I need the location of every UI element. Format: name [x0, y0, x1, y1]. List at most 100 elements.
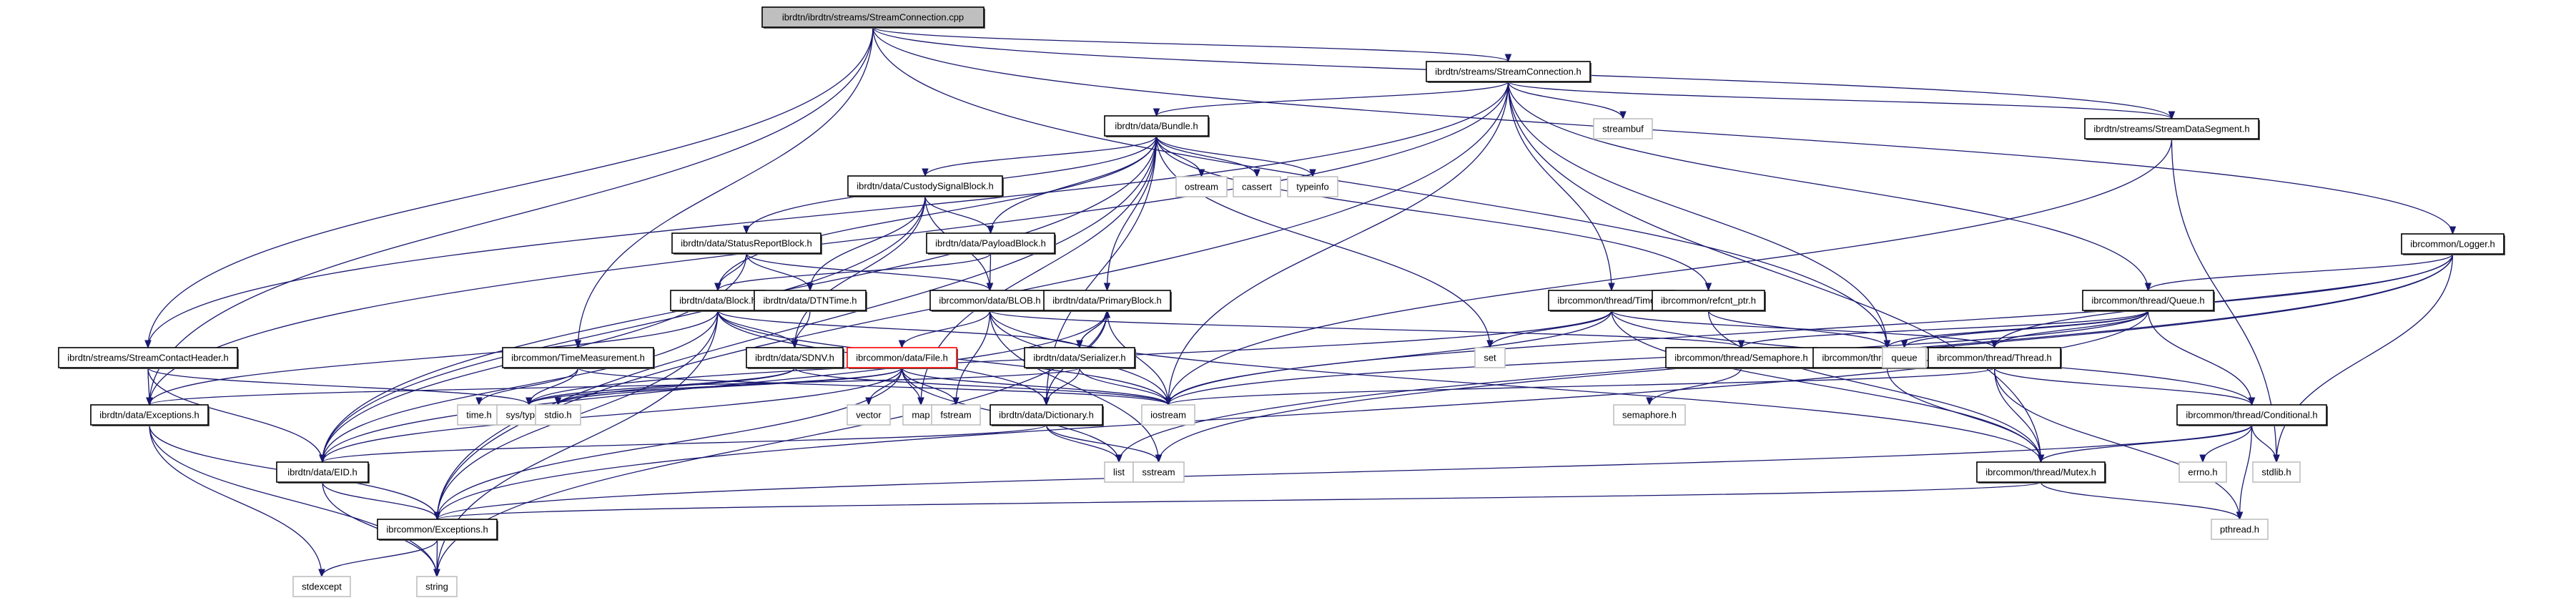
- node-semaphore-h[interactable]: ibrcommon/thread/Semaphore.h: [1665, 347, 1818, 369]
- node-logger[interactable]: ibrcommon/Logger.h: [2401, 233, 2505, 255]
- node-mutex[interactable]: ibrcommon/thread/Mutex.h: [1976, 461, 2106, 484]
- node-time-h[interactable]: time.h: [457, 404, 501, 426]
- edge-serializer-to-dict: [1042, 367, 1080, 406]
- node-box: [502, 347, 654, 368]
- node-label: streambuf: [1602, 124, 1644, 134]
- node-box: [1132, 461, 1185, 483]
- node-box: [847, 347, 957, 368]
- node-cond[interactable]: ibrcommon/thread/Conditional.h: [2176, 404, 2328, 426]
- edge-cpp-to-logger: [872, 26, 2457, 235]
- node-ostream[interactable]: ostream: [1175, 176, 1228, 197]
- edge-dexc-to-string: [149, 424, 440, 578]
- node-label: typeinfo: [1296, 182, 1329, 192]
- arrowhead-icon: [554, 397, 562, 406]
- edge-bundle-to-ostream: [1155, 135, 1205, 178]
- node-cassert[interactable]: cassert: [1233, 176, 1281, 197]
- arrowhead-icon: [1704, 283, 1712, 292]
- edge-sds-to-stdlib: [2171, 138, 2280, 464]
- node-label: semaphore.h: [1622, 410, 1677, 421]
- arrowhead-icon: [433, 511, 441, 521]
- node-bundle[interactable]: ibrdtn/data/Bundle.h: [1104, 115, 1210, 137]
- node-label: ibrcommon/thread/Timer.h: [1557, 295, 1665, 306]
- node-cpp[interactable]: ibrdtn/ibrdtn/streams/StreamConnection.c…: [761, 6, 985, 29]
- node-sstream[interactable]: sstream: [1132, 461, 1185, 483]
- node-box: [746, 347, 844, 368]
- node-primary[interactable]: ibrdtn/data/PrimaryBlock.h: [1043, 290, 1172, 312]
- node-label: pthread.h: [2220, 524, 2259, 535]
- node-dtntime[interactable]: ibrdtn/data/DTNTime.h: [754, 290, 867, 312]
- node-box: [1593, 118, 1653, 139]
- edge-sc-to-queue_h: [1507, 81, 2152, 292]
- node-label: queue: [1891, 353, 1917, 363]
- node-string[interactable]: string: [416, 576, 458, 597]
- node-label: set: [1484, 353, 1496, 363]
- node-fstream[interactable]: fstream: [931, 404, 981, 426]
- node-box: [670, 290, 766, 311]
- edge-sc-to-mutex: [1507, 81, 2045, 464]
- arrowhead-icon: [1883, 340, 1891, 349]
- arrowhead-icon: [1253, 169, 1260, 178]
- node-srb[interactable]: ibrdtn/data/StatusReportBlock.h: [671, 232, 822, 255]
- arrowhead-icon: [922, 168, 929, 177]
- node-refcnt[interactable]: ibrcommon/refcnt_ptr.h: [1652, 290, 1766, 312]
- node-label: ibrdtn/data/DTNTime.h: [763, 295, 857, 306]
- node-label: map: [912, 410, 929, 421]
- edge-refcnt-to-mutexlock: [1707, 310, 1891, 349]
- node-file[interactable]: ibrcommon/data/File.h: [847, 347, 958, 369]
- node-vector[interactable]: vector: [847, 404, 891, 426]
- node-box: [2211, 519, 2269, 540]
- node-payload[interactable]: ibrdtn/data/PayloadBlock.h: [926, 232, 1056, 255]
- node-box: [377, 519, 498, 540]
- node-streambuf[interactable]: streambuf: [1593, 118, 1653, 139]
- node-block[interactable]: ibrdtn/data/Block.h: [670, 290, 766, 312]
- node-box: [1976, 461, 2106, 483]
- node-pthread[interactable]: pthread.h: [2211, 519, 2269, 540]
- node-box: [1141, 404, 1195, 426]
- node-dict[interactable]: ibrdtn/data/Dictionary.h: [990, 404, 1104, 426]
- node-stdio[interactable]: stdio.h: [535, 404, 581, 426]
- node-box: [276, 461, 369, 483]
- node-sds[interactable]: ibrdtn/streams/StreamDataSegment.h: [2084, 118, 2260, 140]
- node-box: [292, 576, 351, 597]
- node-errno[interactable]: errno.h: [2178, 461, 2227, 483]
- node-sdnv[interactable]: ibrdtn/data/SDNV.h: [746, 347, 844, 369]
- node-queue[interactable]: queue: [1882, 347, 1927, 368]
- node-set[interactable]: set: [1474, 347, 1506, 368]
- node-typeinfo[interactable]: typeinfo: [1287, 176, 1338, 197]
- edge-mutex-to-cexc: [433, 481, 2042, 521]
- arrowhead-icon: [1646, 397, 1653, 406]
- edge-sc-to-iostream: [1165, 81, 1509, 406]
- node-sch[interactable]: ibrdtn/streams/StreamContactHeader.h: [58, 347, 239, 369]
- node-iostream[interactable]: iostream: [1141, 404, 1195, 426]
- node-dexc[interactable]: ibrdtn/data/Exceptions.h: [90, 404, 209, 426]
- node-semaphore[interactable]: semaphore.h: [1613, 404, 1686, 426]
- node-sc[interactable]: ibrdtn/streams/StreamConnection.h: [1426, 61, 1592, 83]
- edge-sdnv-to-stdio: [554, 367, 796, 406]
- node-stdlib[interactable]: stdlib.h: [2252, 461, 2301, 483]
- arrowhead-icon: [475, 397, 483, 406]
- node-label: ibrdtn/data/SDNV.h: [755, 353, 834, 363]
- edge-sdnv-to-iostream: [794, 367, 1172, 406]
- node-thread[interactable]: ibrcommon/thread/Thread.h: [1928, 347, 2062, 369]
- node-label: ibrcommon/Exceptions.h: [386, 524, 488, 535]
- node-stdexcept[interactable]: stdexcept: [292, 576, 351, 597]
- node-list[interactable]: list: [1104, 461, 1134, 483]
- node-eid[interactable]: ibrdtn/data/EID.h: [276, 461, 370, 484]
- node-blob[interactable]: ibrcommon/data/BLOB.h: [929, 290, 1051, 312]
- node-queue-h[interactable]: ibrcommon/thread/Queue.h: [2082, 290, 2215, 312]
- node-box: [754, 290, 867, 311]
- nodes-layer: ibrdtn/ibrdtn/streams/StreamConnection.c…: [58, 6, 2505, 597]
- node-box: [1024, 347, 1135, 368]
- node-label: ibrdtn/streams/StreamDataSegment.h: [2093, 124, 2249, 134]
- node-serializer[interactable]: ibrdtn/data/Serializer.h: [1024, 347, 1136, 369]
- arrowhead-icon: [986, 283, 994, 292]
- node-label: ibrdtn/ibrdtn/streams/StreamConnection.c…: [782, 12, 964, 23]
- node-label: fstream: [940, 410, 971, 421]
- edge-queue_h-to-cond: [2147, 310, 2256, 406]
- node-label: ibrcommon/thread/Semaphore.h: [1674, 353, 1807, 363]
- node-csb[interactable]: ibrdtn/data/CustodySignalBlock.h: [847, 175, 1004, 197]
- node-cexc[interactable]: ibrcommon/Exceptions.h: [377, 519, 498, 541]
- edge-semaphore_h-to-semaphore: [1646, 367, 1742, 406]
- node-timemeas[interactable]: ibrcommon/TimeMeasurement.h: [502, 347, 655, 369]
- edge-mutexlock-to-mutex: [1886, 367, 2045, 464]
